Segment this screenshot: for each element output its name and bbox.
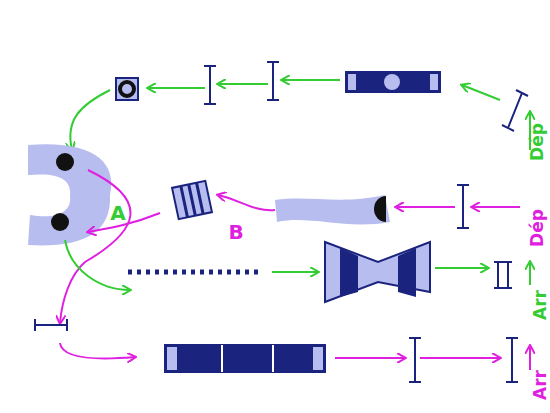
axis-label: Dép <box>529 209 546 247</box>
letter-label: A <box>110 203 125 223</box>
axis-label: Dép <box>529 123 546 161</box>
axis-label: Arr <box>532 290 549 320</box>
axis-label: Arr <box>532 370 549 400</box>
letter-label: B <box>228 222 243 242</box>
